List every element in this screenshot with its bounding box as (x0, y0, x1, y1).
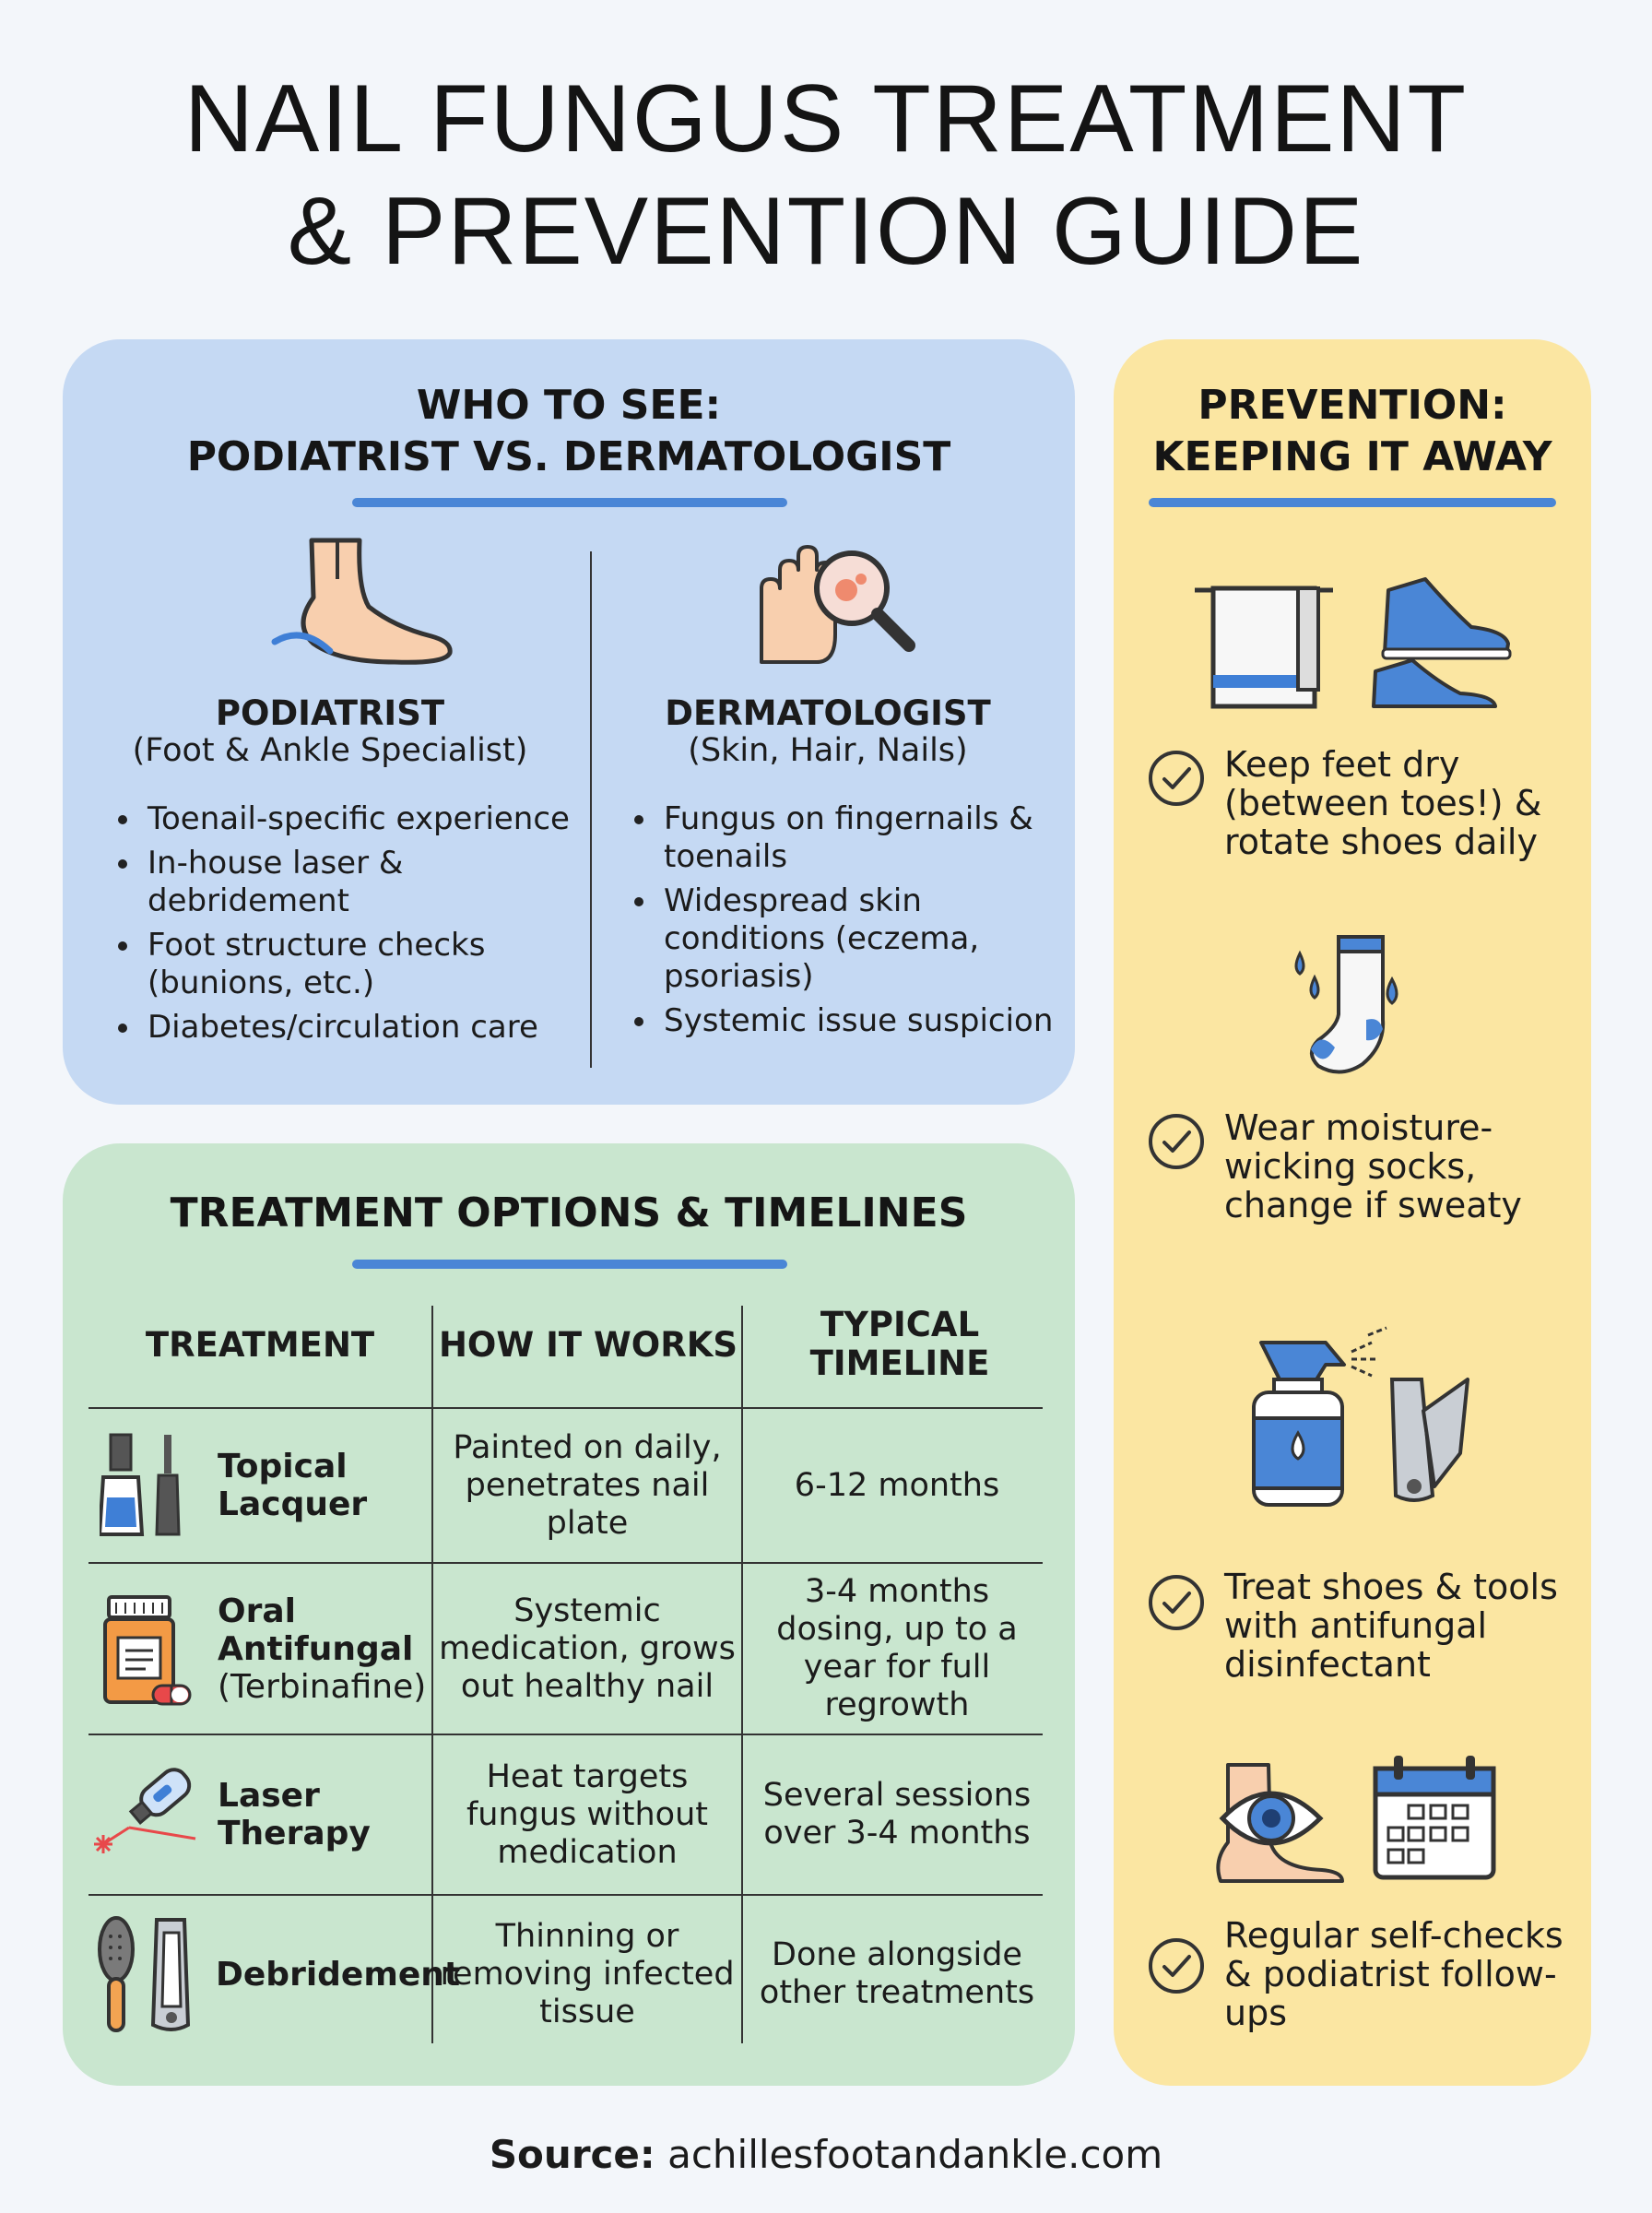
prevention-tip: Wear moisture-wicking socks, change if s… (1224, 1107, 1522, 1225)
prevention-tip: Keep feet dry (between toes!) & rotate s… (1224, 744, 1542, 862)
how-it-works-cell: Heat targets fungus without medication (466, 1757, 709, 1871)
spray-clipper-icon (1252, 1326, 1469, 1507)
list-item: Toenail-specific experience (116, 800, 577, 838)
table-divider (431, 1306, 433, 2043)
check-circle-icon (1149, 1114, 1204, 1169)
source-label: Source: (489, 2132, 655, 2177)
timeline-cell: 3-4 months dosing, up to a year for full… (776, 1573, 1018, 1723)
source-line: Source: achillesfootandankle.com (0, 2132, 1652, 2178)
treatment-name: Oral Antifungal (Terbinafine) (218, 1564, 431, 1734)
pill-bottle-icon (103, 1595, 192, 1706)
list-item: Systemic issue suspicion (632, 1002, 1066, 1040)
table-rule (88, 1562, 1043, 1564)
eye-calendar-icon (1216, 1756, 1496, 1883)
header-treatment: TREATMENT (145, 1325, 375, 1365)
podiatrist-subtitle: (Foot & Ankle Specialist) (132, 732, 528, 769)
list-item: Foot structure checks (bunions, etc.) (116, 927, 577, 1002)
header-timeline-line-2: TIMELINE (809, 1343, 990, 1383)
nail-polish-icon (100, 1433, 181, 1536)
table-rule (88, 1894, 1043, 1896)
title-line-2: & PREVENTION GUIDE (287, 178, 1365, 285)
title-line-1: NAIL FUNGUS TREATMENT (183, 65, 1469, 172)
dermatologist-subtitle: (Skin, Hair, Nails) (688, 732, 968, 769)
treatment-title-underline (352, 1260, 787, 1269)
treatment-title: TREATMENT OPTIONS & TIMELINES (170, 1189, 968, 1237)
prevention-title: PREVENTION: KEEPING IT AWAY (1114, 380, 1591, 483)
prevention-panel: PREVENTION: KEEPING IT AWAY Keep feet dr… (1114, 339, 1591, 2086)
check-circle-icon (1149, 751, 1204, 806)
timeline-cell: Done alongside other treatments (759, 1936, 1035, 2011)
treatment-name-line: Laser (218, 1777, 320, 1815)
treatment-name-line: Therapy (218, 1815, 371, 1852)
list-item: Widespread skin conditions (eczema, psor… (632, 882, 1066, 996)
timeline-cell: Several sessions over 3-4 months (762, 1777, 1032, 1852)
treatment-name-line: Oral (218, 1592, 296, 1630)
treatment-panel: TREATMENT OPTIONS & TIMELINES TREATMENT … (63, 1143, 1075, 2086)
treatment-name-extra: (Terbinafine) (218, 1667, 427, 1706)
list-item: In-house laser & debridement (116, 845, 577, 920)
prevention-title-line-1: PREVENTION: (1198, 382, 1507, 429)
sock-water-icon (1294, 935, 1398, 1074)
timeline-cell: 6-12 months (794, 1466, 1000, 1504)
podiatrist-list: Toenail-specific experience In-house las… (116, 800, 577, 1053)
how-it-works-cell: Painted on daily, penetrates nail plate (453, 1428, 722, 1542)
treatment-name-line: Lacquer (218, 1485, 368, 1523)
page-title: NAIL FUNGUS TREATMENT & PREVENTION GUIDE (0, 63, 1652, 288)
podiatrist-title: PODIATRIST (215, 693, 445, 733)
column-divider (590, 551, 592, 1068)
treatment-name: Topical Lacquer (218, 1409, 426, 1562)
hand-magnifier-icon (760, 545, 915, 664)
who-title-line-1: WHO TO SEE: (416, 382, 722, 429)
who-to-see-panel: WHO TO SEE: PODIATRIST VS. DERMATOLOGIST… (63, 339, 1075, 1105)
who-panel-title: WHO TO SEE: PODIATRIST VS. DERMATOLOGIST (63, 380, 1075, 483)
table-rule (88, 1407, 1043, 1409)
prevention-tip: Regular self-checks & podiatrist follow-… (1224, 1915, 1564, 2033)
table-rule (88, 1734, 1043, 1735)
how-it-works-cell: Thinning or removing infected tissue (440, 1917, 735, 2030)
prevention-title-line-2: KEEPING IT AWAY (1152, 433, 1552, 480)
how-it-works-cell: Systemic medication, grows out healthy n… (439, 1592, 736, 1705)
prevention-tip: Treat shoes & tools with antifungal disi… (1224, 1567, 1558, 1685)
treatment-name-line: Debridement (216, 1955, 461, 1994)
nail-tools-icon (98, 1916, 191, 2032)
check-circle-icon (1149, 1938, 1204, 1994)
who-title-line-2: PODIATRIST VS. DERMATOLOGIST (186, 433, 951, 480)
check-circle-icon (1149, 1575, 1204, 1630)
who-title-underline (352, 498, 787, 507)
list-item: Fungus on fingernails & toenails (632, 800, 1066, 876)
list-item: Diabetes/circulation care (116, 1009, 577, 1047)
prevention-title-underline (1149, 498, 1556, 507)
laser-device-icon (94, 1768, 196, 1853)
treatment-name-line: Topical (218, 1448, 348, 1485)
dermatologist-title: DERMATOLOGIST (665, 693, 991, 733)
foot-icon (271, 538, 453, 665)
treatment-name: Debridement (216, 1896, 461, 2053)
treatment-name: Laser Therapy (218, 1735, 426, 1894)
header-typical-timeline: TYPICAL TIMELINE (745, 1306, 1055, 1383)
table-divider (741, 1306, 743, 2043)
dermatologist-list: Fungus on fingernails & toenails Widespr… (632, 800, 1066, 1047)
source-url: achillesfootandankle.com (667, 2132, 1163, 2177)
header-timeline-line-1: TYPICAL (820, 1305, 980, 1344)
header-how-it-works: HOW IT WORKS (438, 1325, 738, 1365)
towel-shoes-icon (1195, 577, 1512, 709)
treatment-name-line: Antifungal (218, 1629, 414, 1668)
